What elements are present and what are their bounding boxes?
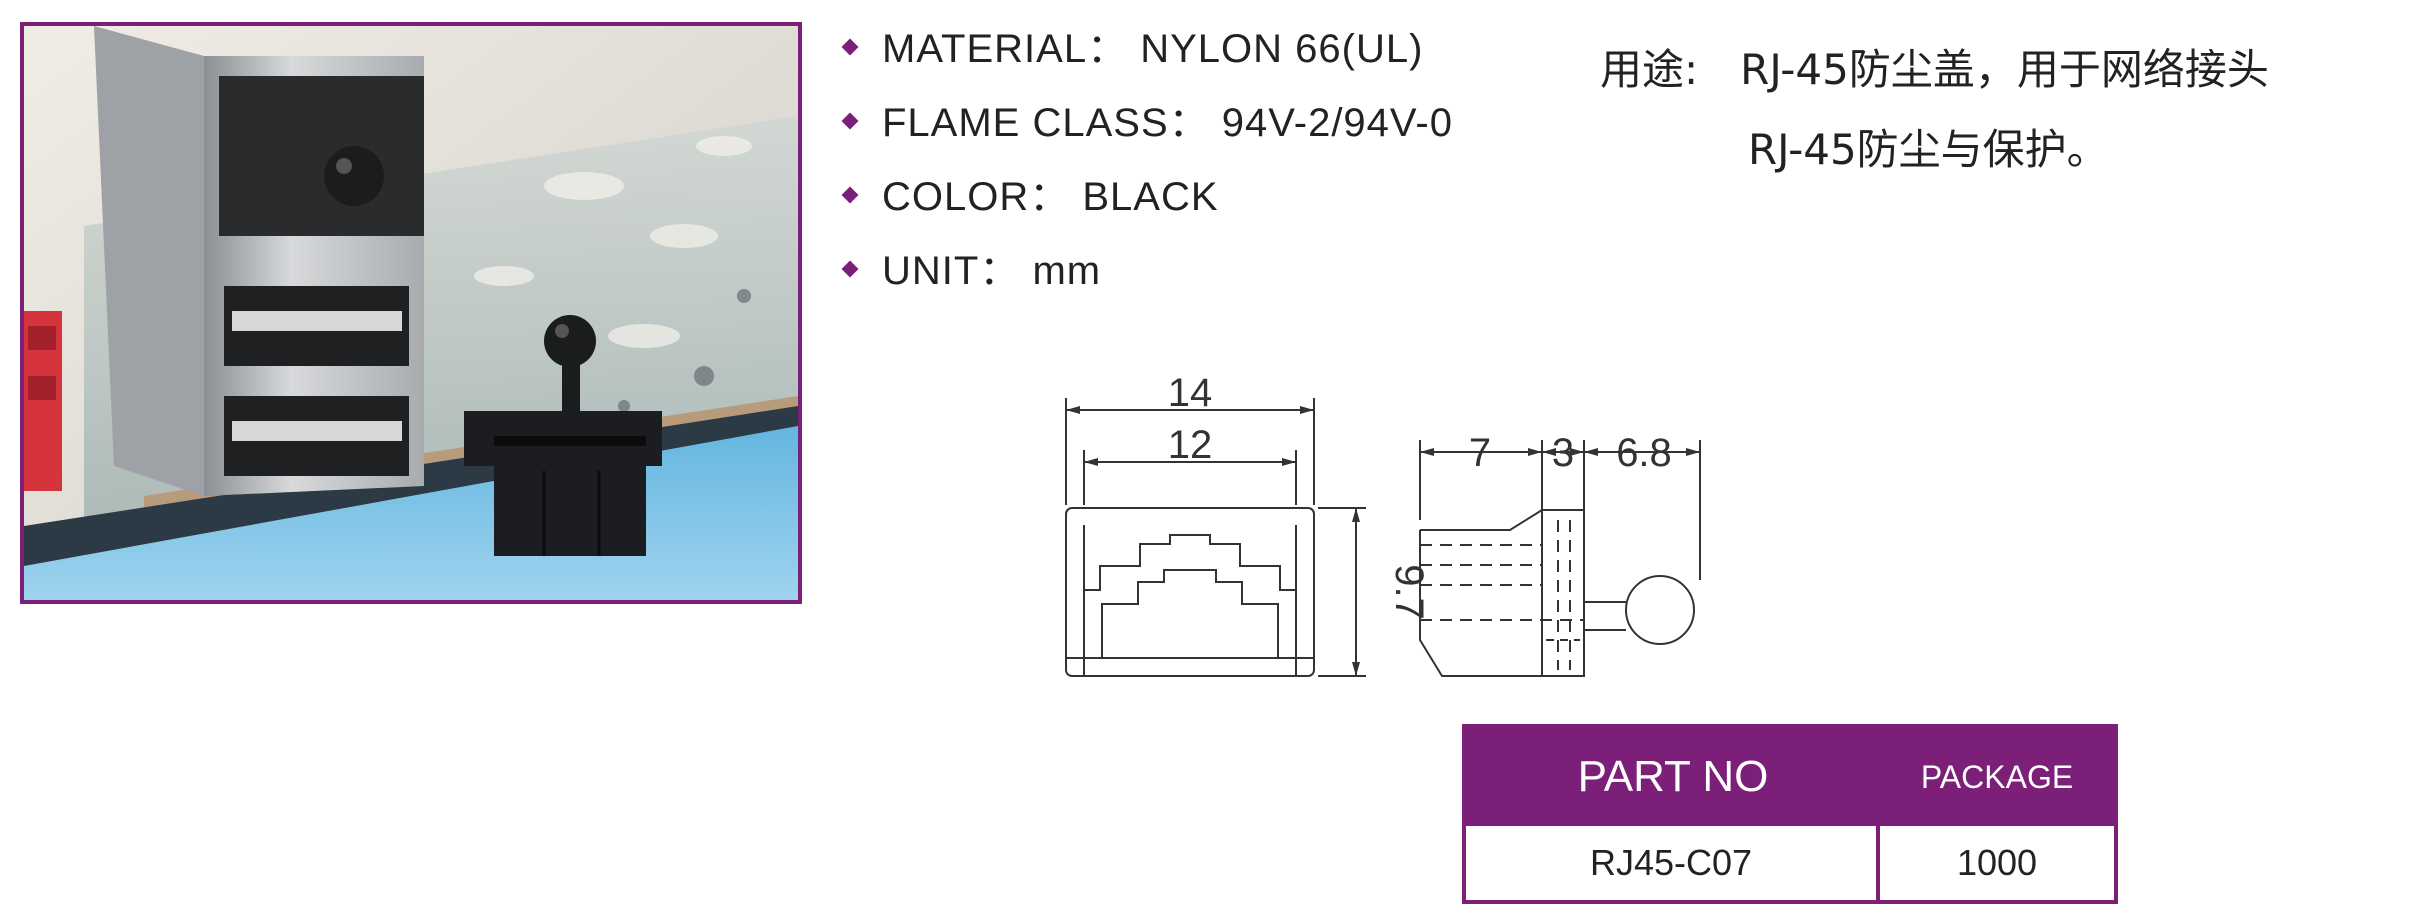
spec-flame-class: FLAME CLASS： 94V-2/94V-0 [830, 92, 1453, 166]
dim-front-width-outer: 14 [1168, 371, 1213, 415]
dim-side-3: 6.8 [1616, 431, 1672, 475]
diamond-bullet-icon [841, 260, 859, 278]
dim-front-height: 9.7 [1387, 564, 1431, 620]
side-view [1419, 440, 1701, 677]
spec-list: MATERIAL： NYLON 66(UL) FLAME CLASS： 94V-… [830, 18, 1453, 314]
spec-color: COLOR： BLACK [830, 166, 1453, 240]
spec-label: FLAME CLASS： [882, 101, 1210, 145]
usage-description: 用途: RJ-45防尘盖，用于网络接头 RJ-45防尘与保护。 [1600, 30, 2269, 190]
usage-label: 用途: [1600, 45, 1699, 94]
dim-front-width-inner: 12 [1168, 423, 1213, 467]
usage-text-1: RJ-45防尘盖，用于网络接头 [1740, 45, 2269, 94]
spec-value: NYLON 66(UL) [1140, 27, 1424, 71]
cell-part-no: RJ45-C07 [1466, 826, 1880, 900]
diamond-bullet-icon [841, 38, 859, 56]
header-package: PACKAGE [1920, 759, 2074, 795]
part-table: PART NO PACKAGE RJ45-C07 1000 [1462, 724, 2118, 904]
spec-unit: UNIT： mm [830, 240, 1453, 314]
dimension-drawing: 14 12 9.7 7 3 6.8 [1065, 371, 1701, 677]
spec-value: BLACK [1082, 175, 1219, 219]
spec-label: UNIT： [882, 249, 1021, 293]
product-photo-image [24, 26, 798, 600]
cell-package: 1000 [1956, 842, 2038, 883]
diamond-bullet-icon [841, 112, 859, 130]
header-part-no: PART NO [1577, 752, 1769, 801]
table-header: PART NO PACKAGE [1466, 728, 2114, 826]
dim-side-1: 7 [1469, 431, 1491, 475]
diamond-bullet-icon [841, 186, 859, 204]
spec-value: mm [1032, 249, 1102, 293]
usage-line-1: 用途: RJ-45防尘盖，用于网络接头 [1600, 30, 2269, 110]
front-view [1065, 398, 1366, 677]
technical-drawing: 14 12 9.7 7 3 6.8 [1040, 370, 1760, 705]
usage-line-2: RJ-45防尘与保护。 [1748, 125, 2109, 174]
dim-side-2: 3 [1552, 431, 1574, 475]
spec-value: 94V-2/94V-0 [1221, 101, 1453, 145]
product-photo [20, 22, 802, 604]
spec-material: MATERIAL： NYLON 66(UL) [830, 18, 1453, 92]
spec-label: MATERIAL： [882, 27, 1129, 71]
spec-label: COLOR： [882, 175, 1071, 219]
